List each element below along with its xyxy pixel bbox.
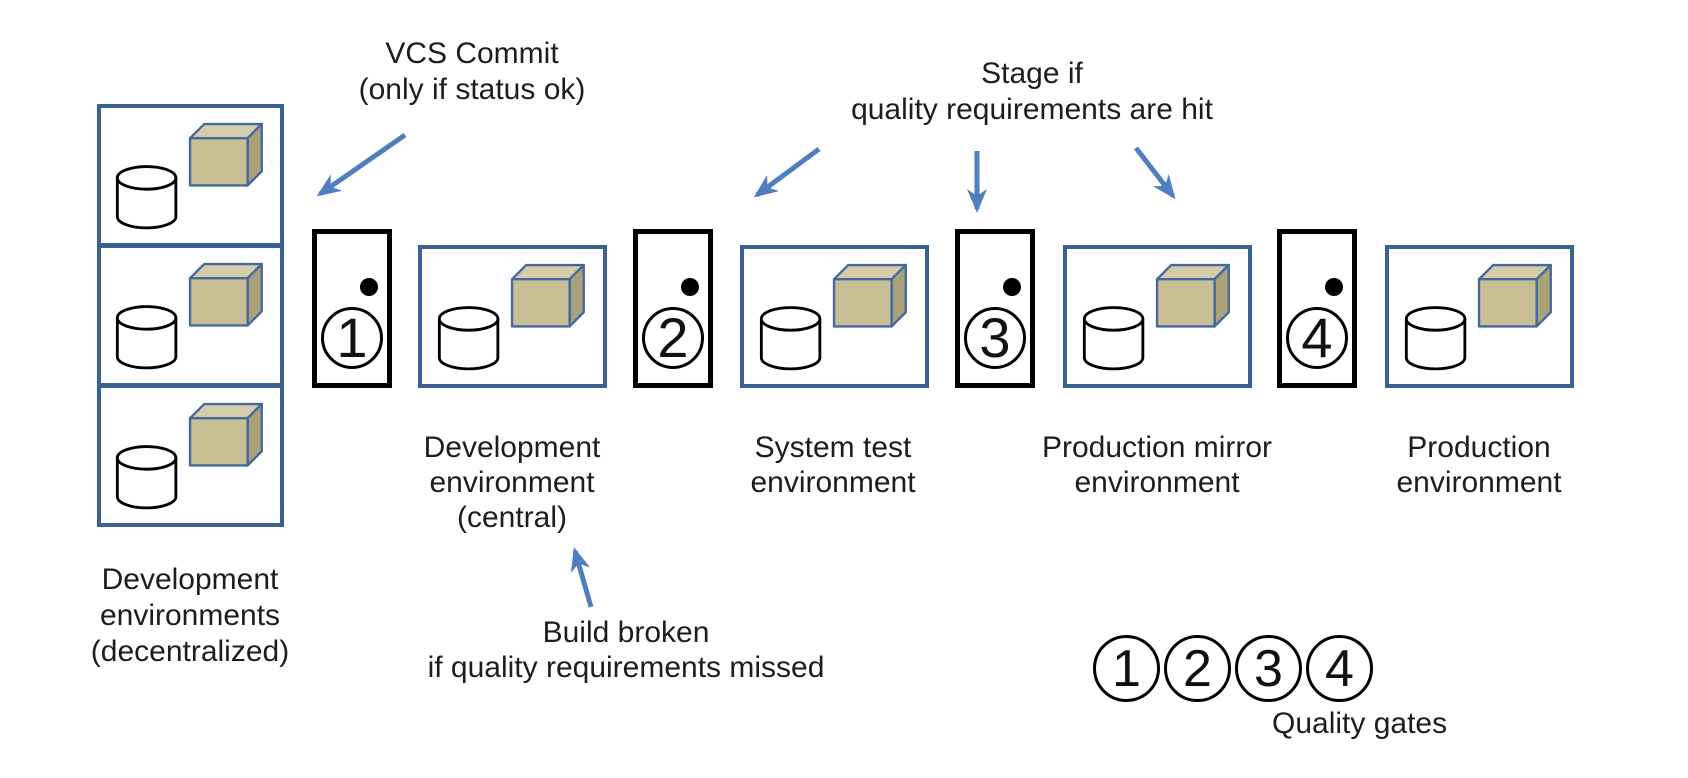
stage-line2: quality requirements are hit	[851, 93, 1213, 126]
label-line: environment	[1396, 466, 1562, 499]
legend-gate-4: 4	[1306, 635, 1373, 702]
gate-number-badge: 1	[321, 307, 383, 369]
stage-arrow-left-icon	[753, 146, 821, 198]
quality-gate-3: 3	[955, 229, 1035, 388]
quality-gates-legend-label: Quality gates	[1272, 707, 1448, 740]
label-line: (decentralized)	[90, 635, 290, 668]
gate-number: 1	[336, 306, 368, 369]
quality-gate-2: 2	[633, 229, 713, 388]
stage-arrow-right-icon	[1134, 146, 1176, 200]
label-line: Development	[423, 431, 601, 464]
build-broken-line2: if quality requirements missed	[427, 651, 825, 684]
environment-box-system-test	[740, 245, 929, 388]
legend-gate-3: 3	[1235, 635, 1302, 702]
environment-content-icon	[1389, 249, 1570, 384]
environment-content-icon	[422, 249, 603, 384]
legend-gate-1: 1	[1093, 635, 1160, 702]
build-broken-label: Build broken if quality requirements mis…	[406, 615, 846, 685]
legend-number: 3	[1254, 639, 1283, 698]
label-line: Production mirror	[1041, 431, 1273, 464]
gate-number-badge: 2	[642, 307, 704, 369]
dev-environment-cell	[97, 104, 284, 247]
environment-box-dev-central	[418, 245, 607, 388]
status-dot-icon	[1325, 278, 1343, 296]
gate-number-badge: 4	[1286, 307, 1348, 369]
label-line: Production	[1407, 431, 1551, 464]
status-dot-icon	[681, 278, 699, 296]
vcs-commit-line2: (only if status ok)	[358, 73, 586, 106]
legend-number: 2	[1183, 639, 1212, 698]
dev-environment-cell	[97, 384, 284, 527]
label-line: Development	[101, 563, 279, 596]
gate-number-badge: 3	[964, 307, 1026, 369]
build-broken-line1: Build broken	[542, 616, 710, 649]
gate-number: 2	[657, 306, 689, 369]
gate-number: 3	[979, 306, 1011, 369]
vcs-commit-line1: VCS Commit	[385, 37, 559, 70]
environment-content-icon	[101, 388, 280, 523]
environment-box-production	[1385, 245, 1574, 388]
environment-label-production-mirror: Production mirror environment	[1027, 430, 1287, 500]
stage-line1: Stage if	[981, 57, 1083, 90]
stage-label: Stage if quality requirements are hit	[832, 56, 1232, 128]
label-line: environment	[1074, 466, 1240, 499]
environment-content-icon	[101, 248, 280, 383]
label-line: System test	[754, 431, 912, 464]
legend-number: 1	[1112, 639, 1141, 698]
legend-gate-2: 2	[1164, 635, 1231, 702]
environment-content-icon	[1067, 249, 1248, 384]
environment-label-dev-central: Development environment (central)	[382, 430, 642, 535]
gate-number: 4	[1301, 306, 1333, 369]
label-line: (central)	[456, 501, 568, 534]
quality-gate-1: 1	[312, 229, 392, 388]
legend-number: 4	[1325, 639, 1354, 698]
environment-label-system-test: System test environment	[703, 430, 963, 500]
status-dot-icon	[1003, 278, 1021, 296]
label-line: environment	[429, 466, 595, 499]
environment-content-icon	[744, 249, 925, 384]
environment-label-production: Production environment	[1349, 430, 1609, 500]
dev-decentralized-stack	[97, 104, 284, 527]
vcs-commit-label: VCS Commit (only if status ok)	[322, 36, 622, 108]
quality-gates-legend: 1 2 3 4	[1093, 635, 1373, 702]
quality-gate-4: 4	[1277, 229, 1357, 388]
build-broken-arrow-icon	[570, 547, 594, 608]
status-dot-icon	[360, 278, 378, 296]
dev-decentralized-label: Development environments (decentralized)	[60, 562, 320, 670]
label-line: environment	[750, 466, 916, 499]
label-line: environments	[99, 599, 281, 632]
environment-box-production-mirror	[1063, 245, 1252, 388]
environment-content-icon	[101, 108, 280, 243]
dev-environment-cell	[97, 244, 284, 387]
vcs-commit-arrow-icon	[316, 132, 407, 197]
